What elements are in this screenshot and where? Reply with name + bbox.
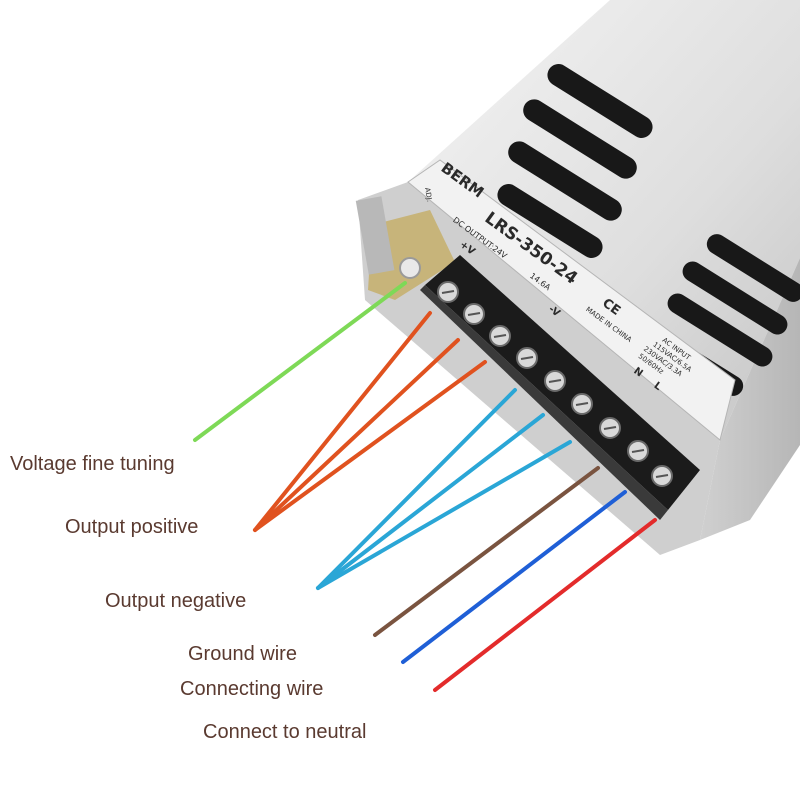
wire-output-negative [316,440,572,590]
label-sticker [407,159,736,441]
adj-text: ADJ. [423,187,433,203]
wire-output-positive [253,338,460,532]
psu-left-bracket [355,196,395,275]
label-output-positive: Output positive [65,516,198,538]
terminal-screw-slot [467,312,481,316]
terminal-screw-slot [631,449,645,453]
wire-output-negative [316,413,545,590]
terminal-screw-slot [548,379,562,383]
wire-output-negative [316,388,517,590]
label-output-negative: Output negative [105,590,246,612]
terminal-screw-slot [603,426,617,430]
psu-circuit-board [368,210,455,300]
terminal-screw-slot [655,474,669,478]
wire-output-positive [253,360,487,532]
wire-output-positive [253,311,432,532]
label-connecting-wire: Connecting wire [180,678,323,700]
adjust-knob [399,257,421,279]
terminal-screw-slot [493,334,507,338]
label-connect-to-neutral: Connect to neutral [203,721,366,743]
terminal-screw-slot [520,356,534,360]
terminal-screw-slot [575,402,589,406]
label-voltage-fine-tuning: Voltage fine tuning [10,453,175,475]
wire-neutral [433,518,657,692]
terminal-screw-slot [441,290,455,294]
wire-voltage-fine-tuning [193,281,407,442]
wire-connecting [401,490,627,664]
wire-ground [373,466,600,637]
terminal-screws [437,281,673,487]
wires [193,281,657,692]
label-ground-wire: Ground wire [188,643,297,665]
